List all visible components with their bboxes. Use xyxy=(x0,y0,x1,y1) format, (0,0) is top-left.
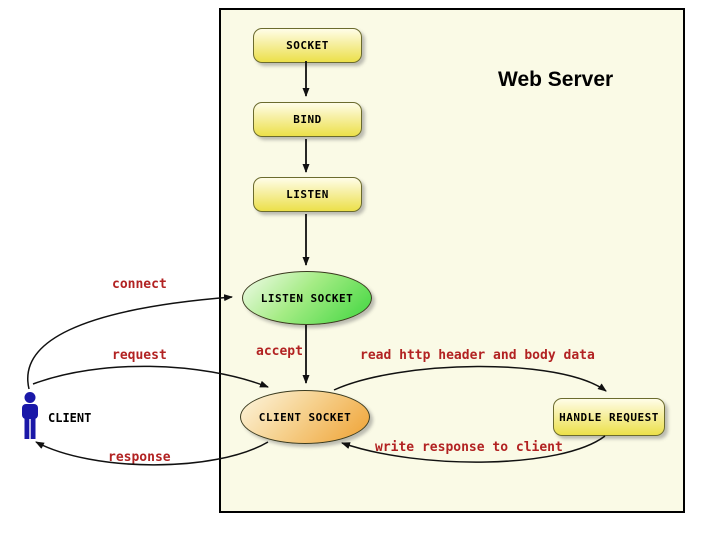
client-person-icon xyxy=(22,392,38,439)
edge-label-connect: connect xyxy=(112,277,167,292)
arrow-connect-client-to-listen-socket xyxy=(27,294,233,390)
node-listen-socket: LISTEN SOCKET xyxy=(242,271,372,325)
node-client-socket: CLIENT SOCKET xyxy=(240,390,370,444)
edge-label-read-http: read http header and body data xyxy=(360,348,595,363)
edge-label-accept: accept xyxy=(256,344,303,359)
node-bind: BIND xyxy=(253,102,362,137)
edge-label-request: request xyxy=(112,348,167,363)
node-socket: SOCKET xyxy=(253,28,362,63)
actor-label: CLIENT xyxy=(48,411,92,425)
diagram-title: Web Server xyxy=(498,68,614,91)
edge-label-response: response xyxy=(108,450,171,465)
edge-label-write-response: write response to client xyxy=(375,440,563,455)
node-handle-request: HANDLE REQUEST xyxy=(553,398,665,436)
node-listen: LISTEN xyxy=(253,177,362,212)
